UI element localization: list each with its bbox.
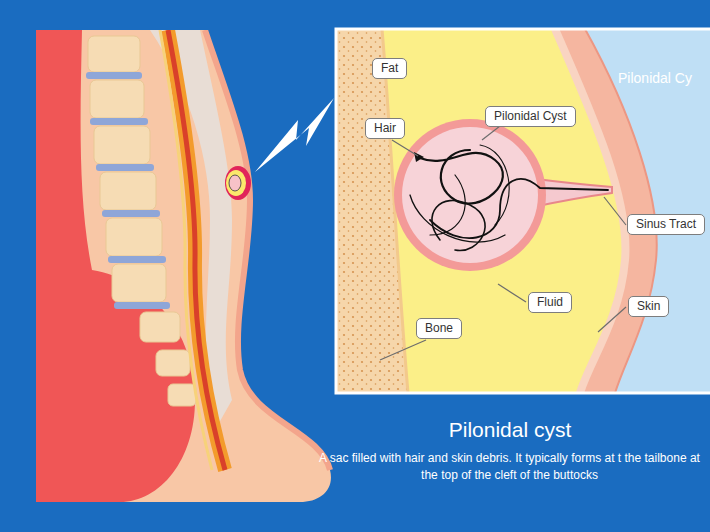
label-box: Hair [365,118,405,139]
figure-caption: A sac filled with hair and skin debris. … [313,450,706,484]
part-label: Fat [381,61,398,76]
inset-title: Pilonidal Cy [618,70,692,86]
body-section [36,30,336,502]
zoom-bolt [255,98,334,172]
part-label: Fluid [537,295,563,310]
part-label: Skin [637,299,660,314]
label-box: Sinus Tract [627,214,705,235]
part-label: Pilonidal Cyst [494,109,567,124]
label-box: Pilonidal Cyst [485,106,576,127]
inset-section [336,29,710,393]
part-label: Hair [374,121,396,136]
part-label: Bone [425,321,453,336]
label-box: Skin [628,296,669,317]
figure-title: Pilonidal cyst [315,418,705,442]
label-box: Fluid [528,292,572,313]
label-box: Bone [416,318,462,339]
label-box: Fat [372,58,407,79]
part-label: Sinus Tract [636,217,696,232]
